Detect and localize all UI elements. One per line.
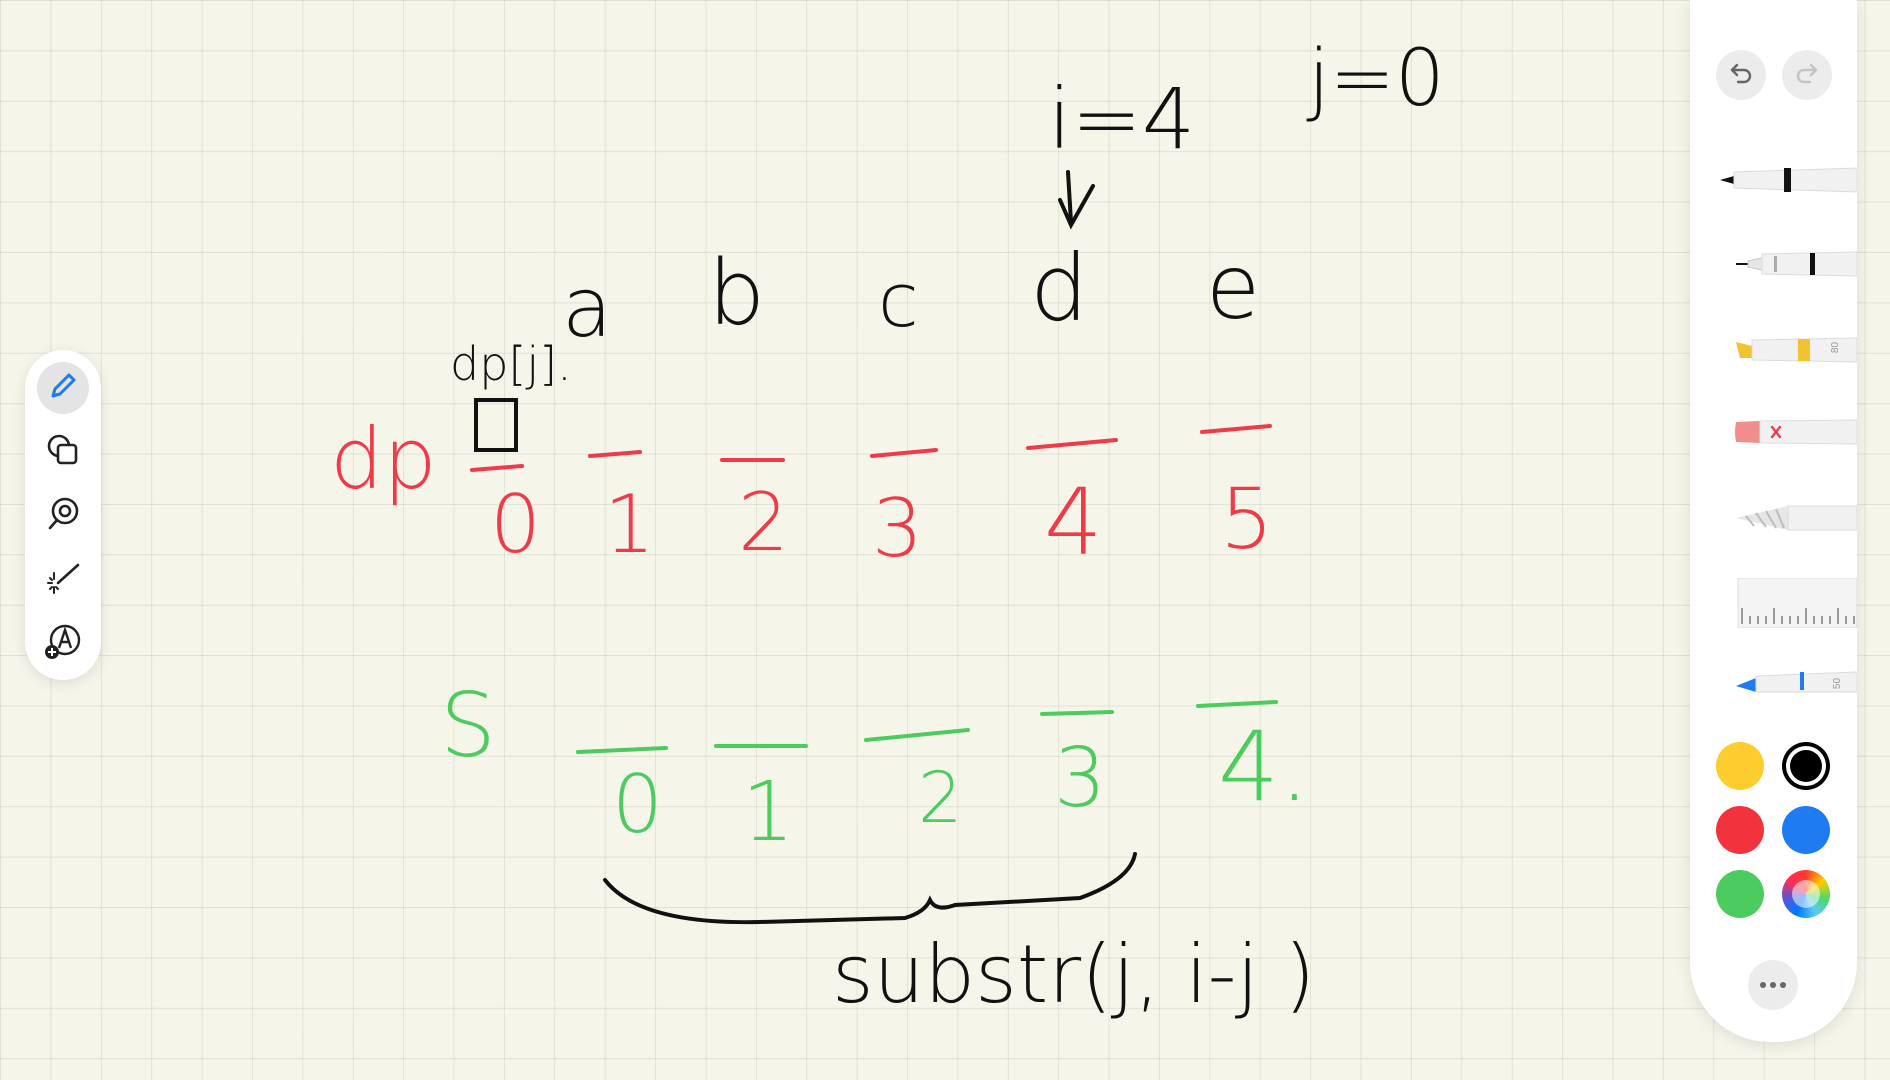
letter-row: a b c d e — [562, 235, 1260, 356]
color-swatch-multicolor[interactable] — [1782, 870, 1830, 918]
marker-tool[interactable]: 50 — [1720, 660, 1857, 704]
marker-number: 50 — [1832, 677, 1844, 690]
highlighter-tool[interactable]: 80 — [1720, 328, 1857, 372]
highlighter-number: 80 — [1830, 341, 1842, 354]
substr-label: substr(j, i-j ) — [832, 928, 1315, 1021]
letter-a: a — [562, 261, 612, 356]
j-equals-label: j=0 — [1306, 34, 1445, 124]
color-swatch-black-inner — [1790, 750, 1822, 782]
shapes-icon — [44, 431, 82, 474]
letter-d: d — [1030, 235, 1088, 342]
s-index-1: 1 — [742, 765, 794, 860]
laser-tool-button[interactable] — [37, 554, 89, 606]
letter-b: b — [708, 241, 765, 346]
more-icon — [1759, 976, 1787, 994]
s-index-2: 2 — [918, 757, 963, 839]
curly-brace — [603, 852, 1137, 925]
dp-index-0: 0 — [490, 478, 541, 571]
undo-button[interactable] — [1716, 50, 1766, 100]
dp-label: dp — [330, 410, 437, 508]
dp-index-3: 3 — [872, 482, 923, 575]
redo-icon — [1794, 60, 1820, 91]
eraser-tool[interactable] — [1720, 410, 1857, 454]
i-equals-label: i=4 — [1048, 70, 1195, 168]
left-toolbar — [25, 350, 101, 680]
laser-pointer-icon — [44, 559, 82, 602]
dp-box — [474, 398, 518, 452]
s-index-3: 3 — [1054, 731, 1106, 826]
fineliner-icon — [1736, 251, 1857, 277]
fineliner-tool[interactable] — [1720, 242, 1857, 286]
ruler-tool[interactable] — [1720, 577, 1857, 629]
dp-index-1: 1 — [604, 478, 655, 571]
s-index-0: 0 — [612, 758, 663, 851]
dp-index-label: dp[j]. — [450, 337, 572, 391]
pencil-tool-icon — [1736, 505, 1857, 531]
s-dashes — [576, 700, 1278, 754]
color-swatch-blue[interactable] — [1782, 806, 1830, 854]
down-arrow — [1058, 170, 1095, 230]
pen-tool[interactable] — [1720, 158, 1857, 202]
dp-index-5: 5 — [1220, 470, 1273, 568]
more-options-button[interactable] — [1748, 960, 1798, 1010]
pencil-icon — [46, 369, 80, 408]
color-swatch-red[interactable] — [1716, 806, 1764, 854]
color-swatch-green[interactable] — [1716, 870, 1764, 918]
add-text-icon — [43, 622, 83, 667]
s-index-4: 4. — [1218, 711, 1310, 823]
pen-tool-button[interactable] — [37, 362, 89, 414]
pencil-tool[interactable] — [1720, 496, 1857, 540]
tool-palette: 80 — [1690, 0, 1857, 1042]
color-wheel-center — [1792, 880, 1820, 908]
letter-e: e — [1206, 236, 1260, 339]
letter-c: c — [878, 258, 919, 344]
s-index-row: 0 1 2 3 4. — [612, 711, 1310, 860]
highlighter-icon — [1736, 337, 1857, 363]
dp-index-2: 2 — [738, 476, 789, 569]
lasso-tool-button[interactable] — [37, 490, 89, 542]
ruler-icon — [1737, 577, 1857, 629]
color-swatch-black-selected[interactable] — [1782, 742, 1830, 790]
add-text-tool-button[interactable] — [37, 618, 89, 670]
dp-index-4: 4 — [1044, 469, 1103, 576]
pen-icon — [1720, 167, 1857, 193]
s-label: S — [440, 674, 496, 777]
lasso-icon — [44, 495, 82, 538]
color-swatch-yellow[interactable] — [1716, 742, 1764, 790]
shapes-tool-button[interactable] — [37, 426, 89, 478]
marker-icon — [1736, 671, 1857, 693]
dp-dashes — [470, 424, 1272, 472]
redo-button[interactable] — [1782, 50, 1832, 100]
eraser-icon — [1735, 419, 1857, 445]
undo-icon — [1728, 60, 1754, 91]
dp-index-row: 0 1 2 3 4 5 — [490, 469, 1273, 576]
